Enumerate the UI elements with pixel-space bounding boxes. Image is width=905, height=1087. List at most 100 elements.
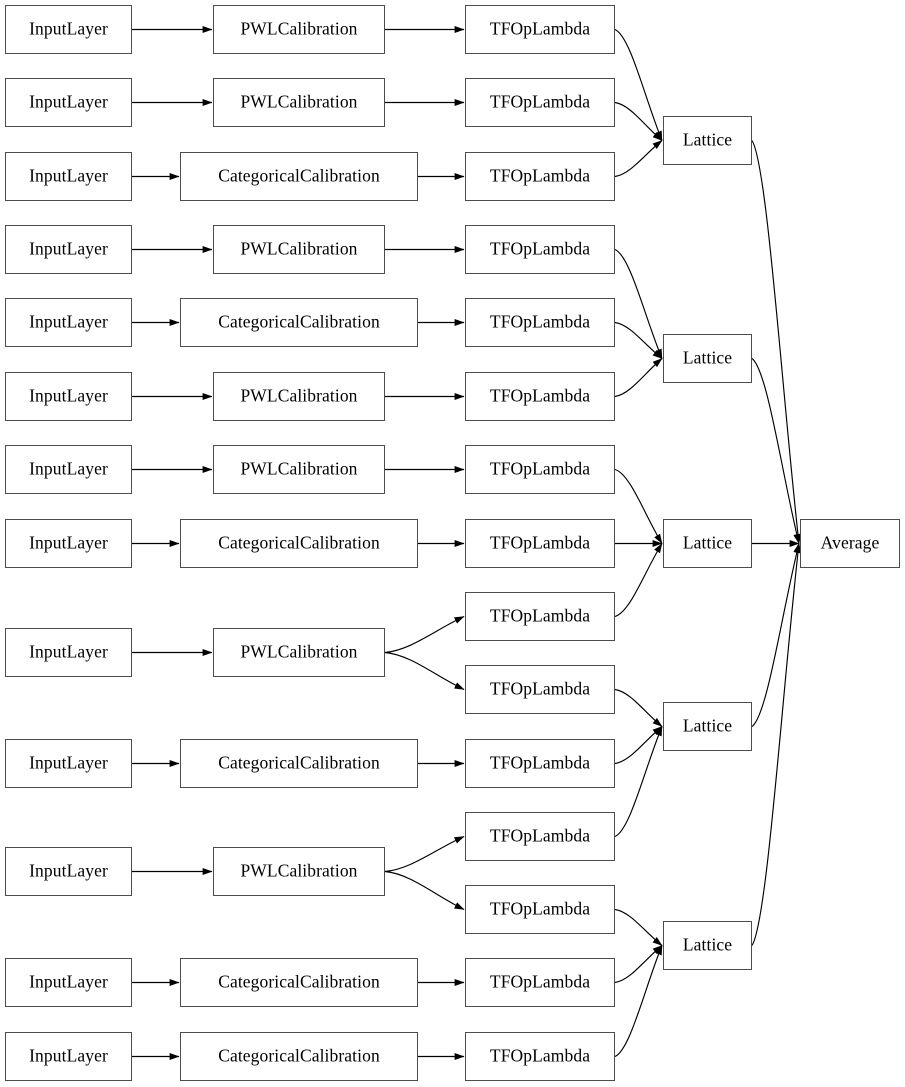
edge-cal11-to-op13 (384, 870, 465, 911)
node-label: Lattice (682, 347, 733, 368)
node-in13: InputLayer (5, 1032, 132, 1081)
edge-op3-to-lat1 (614, 140, 663, 178)
node-cal13: CategoricalCalibration (180, 1032, 418, 1081)
node-label: Lattice (682, 934, 733, 955)
node-label: TFOpLambda (489, 752, 591, 773)
node-label: InputLayer (29, 1045, 108, 1066)
node-op11: TFOpLambda (465, 739, 615, 788)
node-cal2: PWLCalibration (213, 78, 385, 127)
node-in6: InputLayer (5, 372, 132, 421)
node-label: TFOpLambda (489, 18, 591, 39)
node-label: InputLayer (29, 532, 108, 553)
node-label: TFOpLambda (489, 165, 591, 186)
node-op8: TFOpLambda (465, 519, 615, 568)
edge-cal11-to-op12 (384, 835, 465, 873)
node-in11: InputLayer (5, 847, 132, 896)
node-op15: TFOpLambda (465, 1032, 615, 1081)
node-cal6: PWLCalibration (213, 372, 385, 421)
node-label: TFOpLambda (489, 458, 591, 479)
node-op5: TFOpLambda (465, 298, 615, 347)
node-label: InputLayer (29, 165, 108, 186)
node-label: Lattice (682, 129, 733, 150)
node-label: CategoricalCalibration (218, 311, 380, 332)
node-lat5: Lattice (663, 921, 752, 970)
node-label: InputLayer (29, 971, 108, 992)
node-label: TFOpLambda (489, 238, 591, 259)
node-label: PWLCalibration (240, 385, 358, 406)
edge-op6-to-lat2 (614, 358, 663, 398)
node-label: Lattice (682, 715, 733, 736)
node-in12: InputLayer (5, 958, 132, 1007)
node-op7: TFOpLambda (465, 445, 615, 494)
edge-op2-to-lat1 (614, 101, 663, 141)
node-op12: TFOpLambda (465, 812, 615, 861)
edge-op9-to-lat3 (614, 542, 663, 618)
node-op2: TFOpLambda (465, 78, 615, 127)
node-label: TFOpLambda (489, 898, 591, 919)
node-cal9: PWLCalibration (213, 628, 385, 677)
node-label: Lattice (682, 532, 733, 553)
node-cal12: CategoricalCalibration (180, 958, 418, 1007)
node-in9: InputLayer (5, 628, 132, 677)
node-label: TFOpLambda (489, 678, 591, 699)
node-in4: InputLayer (5, 225, 132, 274)
edge-lat1-to-avg (751, 140, 802, 545)
node-label: CategoricalCalibration (218, 971, 380, 992)
node-label: PWLCalibration (240, 860, 358, 881)
edge-op11-to-lat4 (614, 726, 663, 765)
node-label: TFOpLambda (489, 971, 591, 992)
node-label: InputLayer (29, 860, 108, 881)
node-label: TFOpLambda (489, 825, 591, 846)
node-cal1: PWLCalibration (213, 5, 385, 54)
node-label: TFOpLambda (489, 91, 591, 112)
edge-lat4-to-avg (751, 542, 801, 727)
node-in8: InputLayer (5, 519, 132, 568)
node-in10: InputLayer (5, 739, 132, 788)
edge-op14-to-lat5 (614, 945, 663, 984)
edge-op1-to-lat1 (614, 28, 663, 142)
edge-op10-to-lat4 (614, 688, 663, 727)
node-label: TFOpLambda (489, 605, 591, 626)
edge-cal9-to-op9 (384, 615, 465, 654)
node-label: TFOpLambda (489, 385, 591, 406)
node-label: TFOpLambda (489, 311, 591, 332)
node-cal5: CategoricalCalibration (180, 298, 418, 347)
node-label: CategoricalCalibration (218, 165, 380, 186)
node-op14: TFOpLambda (465, 958, 615, 1007)
node-cal7: PWLCalibration (213, 445, 385, 494)
node-op3: TFOpLambda (465, 152, 615, 201)
node-in2: InputLayer (5, 78, 132, 127)
node-op13: TFOpLambda (465, 885, 615, 934)
node-cal3: CategoricalCalibration (180, 152, 418, 201)
node-lat2: Lattice (663, 334, 752, 383)
node-label: PWLCalibration (240, 458, 358, 479)
node-label: InputLayer (29, 385, 108, 406)
node-op4: TFOpLambda (465, 225, 615, 274)
node-lat1: Lattice (663, 116, 752, 165)
node-label: InputLayer (29, 91, 108, 112)
node-label: TFOpLambda (489, 1045, 591, 1066)
edge-op7-to-lat3 (614, 468, 663, 545)
node-in3: InputLayer (5, 152, 132, 201)
node-label: TFOpLambda (489, 532, 591, 553)
node-label: Average (820, 532, 880, 553)
node-label: InputLayer (29, 641, 108, 662)
node-label: InputLayer (29, 752, 108, 773)
node-op10: TFOpLambda (465, 665, 615, 714)
node-label: PWLCalibration (240, 238, 358, 259)
node-lat3: Lattice (663, 519, 752, 568)
node-label: InputLayer (29, 238, 108, 259)
node-label: PWLCalibration (240, 641, 358, 662)
node-label: PWLCalibration (240, 18, 358, 39)
node-in5: InputLayer (5, 298, 132, 347)
node-label: InputLayer (29, 18, 108, 39)
node-cal10: CategoricalCalibration (180, 739, 418, 788)
node-in1: InputLayer (5, 5, 132, 54)
node-cal4: PWLCalibration (213, 225, 385, 274)
node-lat4: Lattice (663, 702, 752, 751)
node-cal8: CategoricalCalibration (180, 519, 418, 568)
node-cal11: PWLCalibration (213, 847, 385, 896)
edge-op4-to-lat2 (614, 248, 663, 360)
